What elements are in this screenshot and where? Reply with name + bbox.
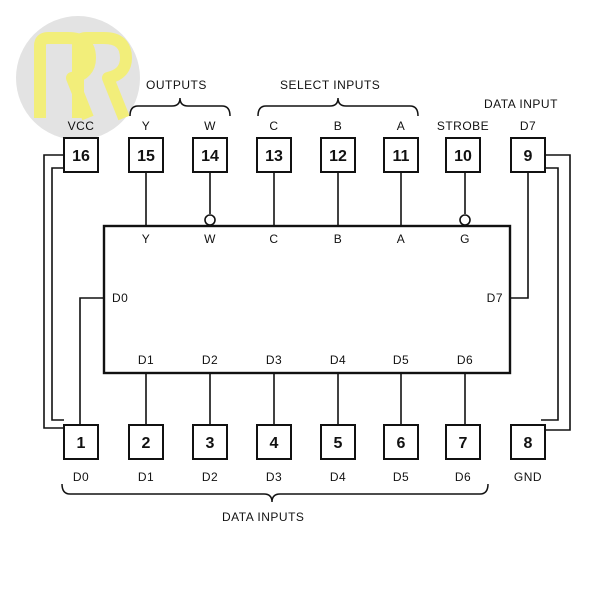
pin-2: 2 <box>128 424 164 460</box>
bottom-stubs <box>145 373 466 425</box>
pin-7-number: 7 <box>459 435 468 452</box>
chip-label-g: G <box>460 232 470 246</box>
pin-16: 16 <box>63 137 99 173</box>
pin-10: 10 <box>445 137 481 173</box>
pin-6-number: 6 <box>397 435 406 452</box>
pin-11-label: A <box>397 119 406 133</box>
pin-14-number: 14 <box>201 148 219 165</box>
top-stubs <box>145 172 471 226</box>
pin-16-label: VCC <box>68 119 95 133</box>
pin-9-number: 9 <box>524 148 533 165</box>
chip-label-w: W <box>204 232 216 246</box>
pin-16-number: 16 <box>72 148 90 165</box>
data-inputs-label: DATA INPUTS <box>222 510 304 524</box>
pin-8-number: 8 <box>524 435 533 452</box>
pin-13-label: C <box>269 119 278 133</box>
pin-8-label: GND <box>514 470 542 484</box>
pin-11-number: 11 <box>393 148 410 165</box>
pin-15-label: Y <box>142 119 151 133</box>
pin-5: 5 <box>320 424 356 460</box>
chip-label-d3: D3 <box>266 353 282 367</box>
pin-13: 13 <box>256 137 292 173</box>
pin-12-number: 12 <box>329 148 347 165</box>
pin-4: 4 <box>256 424 292 460</box>
chip-body <box>102 224 512 375</box>
pin-7-label: D6 <box>455 470 471 484</box>
pin-1: 1 <box>63 424 99 460</box>
inversion-bubble-g <box>459 214 471 226</box>
outputs-brace <box>129 97 231 117</box>
pin-14-label: W <box>204 119 216 133</box>
pin-5-number: 5 <box>334 435 343 452</box>
data-inputs-brace <box>61 483 489 503</box>
pin-3-number: 3 <box>206 435 215 452</box>
chip-label-c: C <box>269 232 278 246</box>
data-input-d7-label: DATA INPUT <box>484 97 558 111</box>
pin-9: 9 <box>510 137 546 173</box>
logo-icon <box>16 16 140 140</box>
pin-2-label: D1 <box>138 470 154 484</box>
chip-label-d6: D6 <box>457 353 473 367</box>
chip-label-a: A <box>397 232 406 246</box>
pin-4-label: D3 <box>266 470 282 484</box>
pin-3-label: D2 <box>202 470 218 484</box>
pin-11: 11 <box>383 137 419 173</box>
chip-label-d4: D4 <box>330 353 346 367</box>
chip-label-d5: D5 <box>393 353 409 367</box>
select-inputs-brace <box>257 97 419 117</box>
chip-label-d0: D0 <box>112 291 128 305</box>
pin-12-label: B <box>334 119 343 133</box>
pin-10-number: 10 <box>454 148 472 165</box>
pin-2-number: 2 <box>142 435 151 452</box>
chip-label-d2: D2 <box>202 353 218 367</box>
chip-label-y: Y <box>142 232 151 246</box>
pin-15: 15 <box>128 137 164 173</box>
pin-13-number: 13 <box>265 148 283 165</box>
pin-10-label: STROBE <box>437 119 489 133</box>
pin-6: 6 <box>383 424 419 460</box>
pin-5-label: D4 <box>330 470 346 484</box>
inversion-bubble-w <box>204 214 216 226</box>
select-inputs-label: SELECT INPUTS <box>280 78 380 92</box>
chip-label-d7: D7 <box>487 291 503 305</box>
pin-12: 12 <box>320 137 356 173</box>
pin-7: 7 <box>445 424 481 460</box>
pin-1-number: 1 <box>77 435 86 452</box>
chip-label-d1: D1 <box>138 353 154 367</box>
pin-6-label: D5 <box>393 470 409 484</box>
pin-4-number: 4 <box>270 435 279 452</box>
pin-14: 14 <box>192 137 228 173</box>
pin-3: 3 <box>192 424 228 460</box>
pin-15-number: 15 <box>137 148 155 165</box>
wiring <box>43 154 571 431</box>
pin-8: 8 <box>510 424 546 460</box>
pin-1-label: D0 <box>73 470 89 484</box>
pin-9-label: D7 <box>520 119 536 133</box>
outputs-label: OUTPUTS <box>146 78 207 92</box>
chip-label-b: B <box>334 232 343 246</box>
